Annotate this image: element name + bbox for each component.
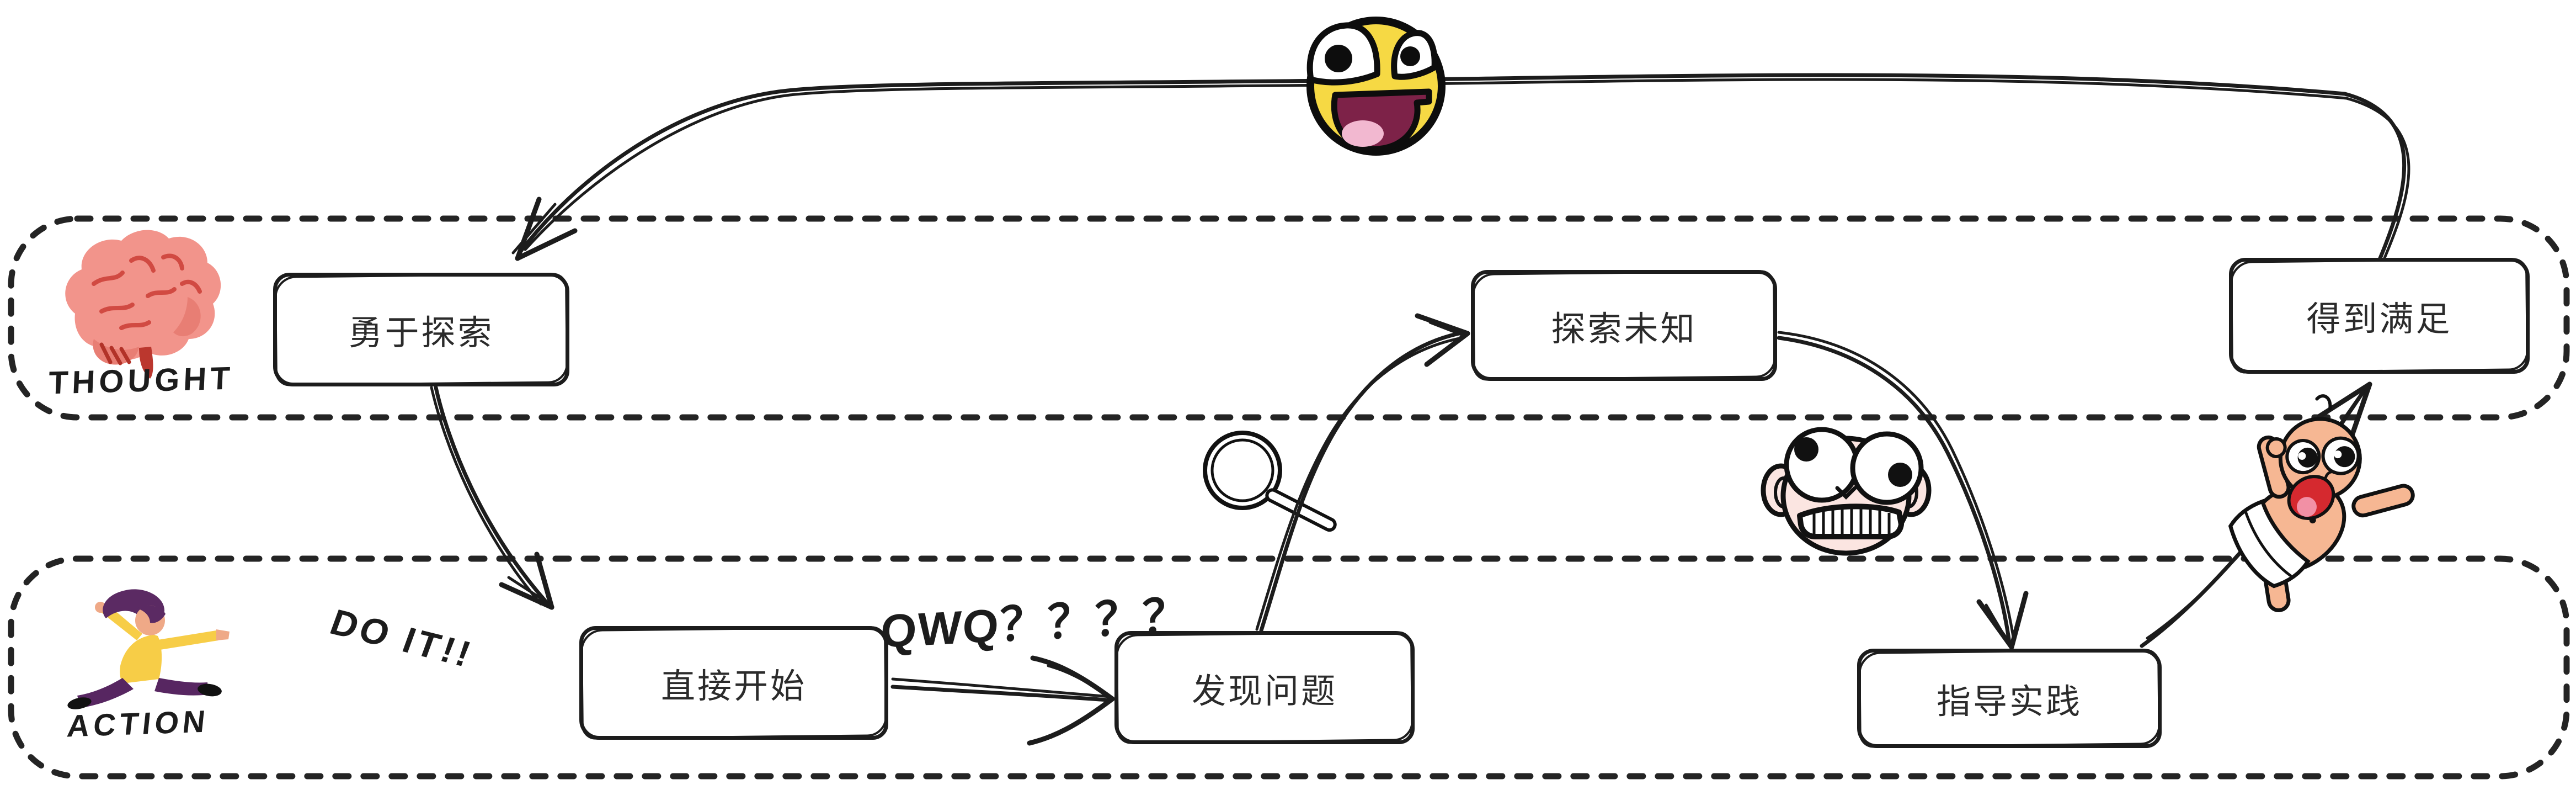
crazy-face-icon[interactable]: [1761, 427, 1932, 556]
node-get-satisfaction[interactable]: 得到满足: [2229, 258, 2530, 374]
node-explore-unknown[interactable]: 探索未知: [1471, 270, 1777, 381]
edge-explore-to-start[interactable]: [430, 385, 554, 610]
magnifier-icon[interactable]: [1203, 431, 1337, 532]
awesome-smiley-icon[interactable]: [1306, 17, 1446, 156]
lane-label-thought: THOUGHT: [47, 360, 235, 401]
node-label-guide-practice: 指导实践: [1936, 683, 2082, 721]
running-person-icon[interactable]: [66, 589, 230, 711]
node-find-problems[interactable]: 发现问题: [1114, 631, 1415, 744]
node-label-find-problems: 发现问题: [1191, 672, 1337, 711]
node-label-explore-unknown: 探索未知: [1551, 310, 1697, 348]
lane-label-action: ACTION: [65, 703, 211, 744]
brain-icon[interactable]: [65, 230, 221, 379]
edge-loop-satisfaction-to-explore[interactable]: [511, 73, 2410, 262]
node-label-explore-bravely: 勇于探索: [348, 314, 494, 352]
edge-explore-unknown-to-guide[interactable]: [1777, 331, 2029, 650]
node-explore-bravely[interactable]: 勇于探索: [273, 273, 569, 386]
happy-baby-icon[interactable]: [2187, 381, 2431, 619]
node-label-start-directly: 直接开始: [660, 667, 807, 706]
thought-lane-border[interactable]: [8, 215, 2570, 421]
edge-start-to-find[interactable]: [890, 655, 1115, 746]
edge-find-to-explore-unknown[interactable]: [1255, 313, 1470, 633]
action-lane-border[interactable]: [8, 555, 2570, 780]
node-start-directly[interactable]: 直接开始: [579, 626, 888, 740]
node-guide-practice[interactable]: 指导实践: [1857, 649, 2162, 748]
node-label-get-satisfaction: 得到满足: [2306, 300, 2452, 338]
